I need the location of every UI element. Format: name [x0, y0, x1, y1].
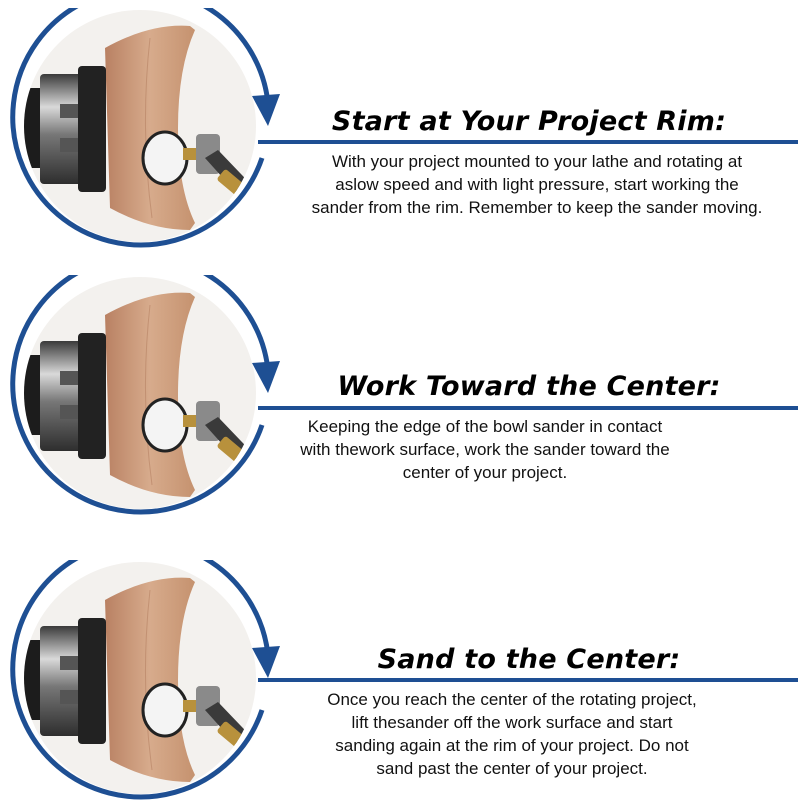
photo-sander-at-rim — [0, 8, 280, 248]
photo-sander-at-center — [0, 560, 280, 800]
title-underline — [258, 678, 798, 682]
step-rim: Start at Your Project Rim: With your pro… — [0, 8, 800, 248]
description-line: sander from the rim. Remember to keep th… — [311, 198, 763, 217]
description-line: aslow speed and with light pressure, sta… — [335, 175, 739, 194]
title-underline — [258, 140, 798, 144]
photo-sander-mid-bowl — [0, 275, 280, 515]
step-title: Sand to the Center: — [377, 644, 681, 675]
description-line: lift thesander off the work surface and … — [351, 713, 673, 732]
step-title: Work Toward the Center: — [337, 371, 721, 402]
description-line: center of your project. — [402, 463, 568, 482]
step-title: Start at Your Project Rim: — [331, 106, 727, 137]
description-line: with thework surface, work the sander to… — [300, 440, 670, 459]
description-line: sanding again at the rim of your project… — [335, 736, 689, 755]
step-description: Keeping the edge of the bowl sander in c… — [270, 415, 700, 484]
title-underline — [258, 406, 798, 410]
step-sand-center: Sand to the Center: Once you reach the c… — [0, 560, 800, 800]
description-line: Keeping the edge of the bowl sander in c… — [307, 417, 663, 436]
description-line: With your project mounted to your lathe … — [331, 152, 743, 171]
description-line: Once you reach the center of the rotatin… — [327, 690, 697, 709]
step-description: Once you reach the center of the rotatin… — [262, 688, 762, 780]
description-line: sand past the center of your project. — [376, 759, 648, 778]
step-toward-center: Work Toward the Center: Keeping the edge… — [0, 275, 800, 515]
step-description: With your project mounted to your lathe … — [284, 150, 790, 219]
